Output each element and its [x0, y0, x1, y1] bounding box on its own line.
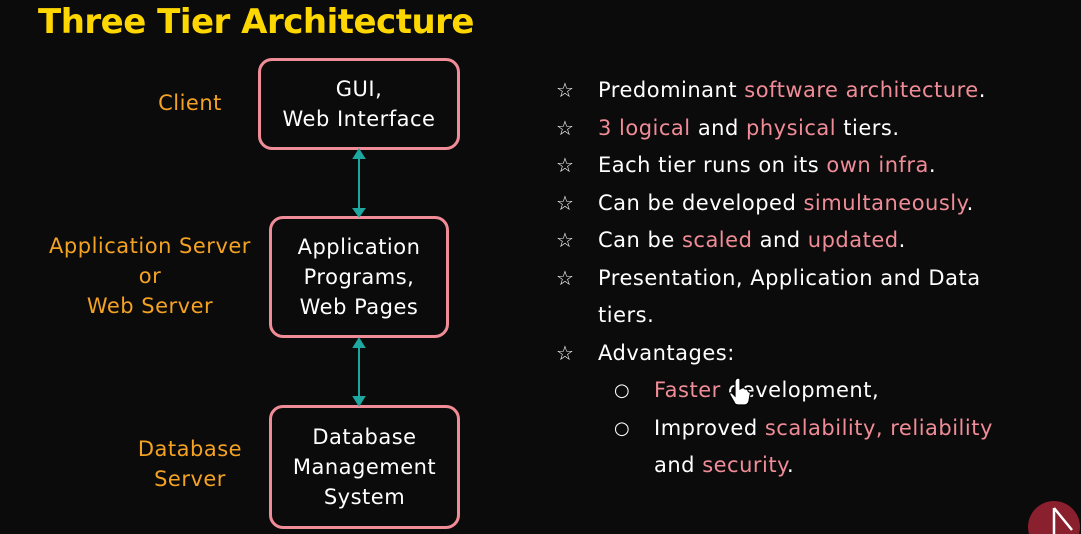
bullet-text: Presentation, Application and Data: [598, 265, 981, 290]
circle-bullet-icon: ○: [614, 417, 631, 439]
page-title: Three Tier Architecture: [38, 2, 474, 42]
bullet-list: ☆ Predominant software architecture. ☆ 3…: [556, 72, 1026, 485]
bullet-text: and: [654, 453, 703, 477]
bullet-text: Can be developed: [598, 190, 804, 215]
sub-bullet-item: ○ Improved scalability, reliability: [556, 410, 1026, 448]
bullet-highlight: Faster: [654, 378, 728, 402]
application-tier-box: Application Programs, Web Pages: [269, 216, 449, 338]
bullet-highlight: updated: [807, 228, 899, 252]
bullet-text: .: [928, 153, 937, 177]
arrow-up-head: [352, 148, 366, 159]
bullet-text: Each tier runs on its: [598, 153, 827, 177]
bullet-text: tiers.: [598, 303, 655, 327]
bullet-item: ☆ Can be developed simultaneously.: [556, 185, 1026, 223]
bullet-text: development,: [727, 378, 880, 402]
hand-cursor-icon: [729, 377, 751, 406]
star-icon: ☆: [556, 115, 575, 140]
bullet-text: Can be: [598, 228, 682, 252]
star-icon: ☆: [556, 153, 575, 177]
bullet-item: ☆ 3 logical and physical tiers.: [556, 110, 1026, 148]
tier-label-database-server: Database Server: [137, 437, 243, 491]
bullet-item: ☆ Each tier runs on its own infra.: [556, 147, 1026, 185]
star-icon: ☆: [556, 78, 575, 102]
tier-label-client: Client: [158, 91, 222, 115]
bullet-text: .: [978, 78, 986, 102]
bullet-text: .: [966, 190, 974, 215]
database-tier-box: Database Management System: [269, 405, 460, 529]
bullet-highlight: own infra: [826, 153, 929, 177]
bullet-item: ☆ Predominant software architecture.: [556, 72, 1026, 110]
arrow-up-head: [352, 337, 366, 348]
bullet-text: and: [690, 115, 746, 140]
bullet-highlight: 3 logical: [598, 115, 691, 140]
star-icon: ☆: [556, 340, 575, 365]
application-tier-text: Application Programs, Web Pages: [297, 235, 421, 319]
bullet-highlight: software architecture: [744, 78, 979, 102]
star-icon: ☆: [556, 265, 575, 290]
bullet-text: Predominant: [598, 78, 745, 102]
bullet-item: ☆ Advantages:: [556, 335, 1026, 373]
tier-label-app-server: Application Server or Web Server: [49, 234, 251, 318]
bullet-text: Advantages:: [598, 340, 735, 365]
bullet-item: ☆ Presentation, Application and Data: [556, 260, 1026, 298]
arrow-down-head: [352, 208, 366, 218]
logo-icon: [1028, 501, 1080, 534]
bullet-item: ☆ Can be scaled and updated.: [556, 222, 1026, 260]
bullet-continuation: tiers.: [556, 297, 1026, 335]
bullet-highlight: scaled: [681, 228, 753, 252]
bullet-text: tiers.: [836, 115, 900, 140]
arrow-down-head: [352, 396, 366, 407]
bullet-highlight: scalability, reliability: [764, 415, 993, 440]
star-icon: ☆: [556, 190, 575, 215]
database-tier-text: Database Management System: [292, 425, 437, 509]
bullet-highlight: security: [702, 453, 788, 477]
bullet-text: .: [898, 228, 906, 252]
client-tier-text: GUI, Web Interface: [282, 77, 436, 131]
circle-bullet-icon: ○: [614, 380, 631, 401]
sub-bullet-continuation: and security.: [556, 447, 1026, 485]
bullet-text: .: [787, 453, 795, 477]
sub-bullet-item: ○ Faster development,: [556, 372, 1026, 410]
bullet-highlight: physical: [746, 115, 837, 140]
bullet-text: and: [752, 228, 808, 252]
bullet-highlight: simultaneously: [803, 190, 967, 215]
star-icon: ☆: [556, 228, 575, 252]
bullet-text: Improved: [654, 415, 765, 440]
